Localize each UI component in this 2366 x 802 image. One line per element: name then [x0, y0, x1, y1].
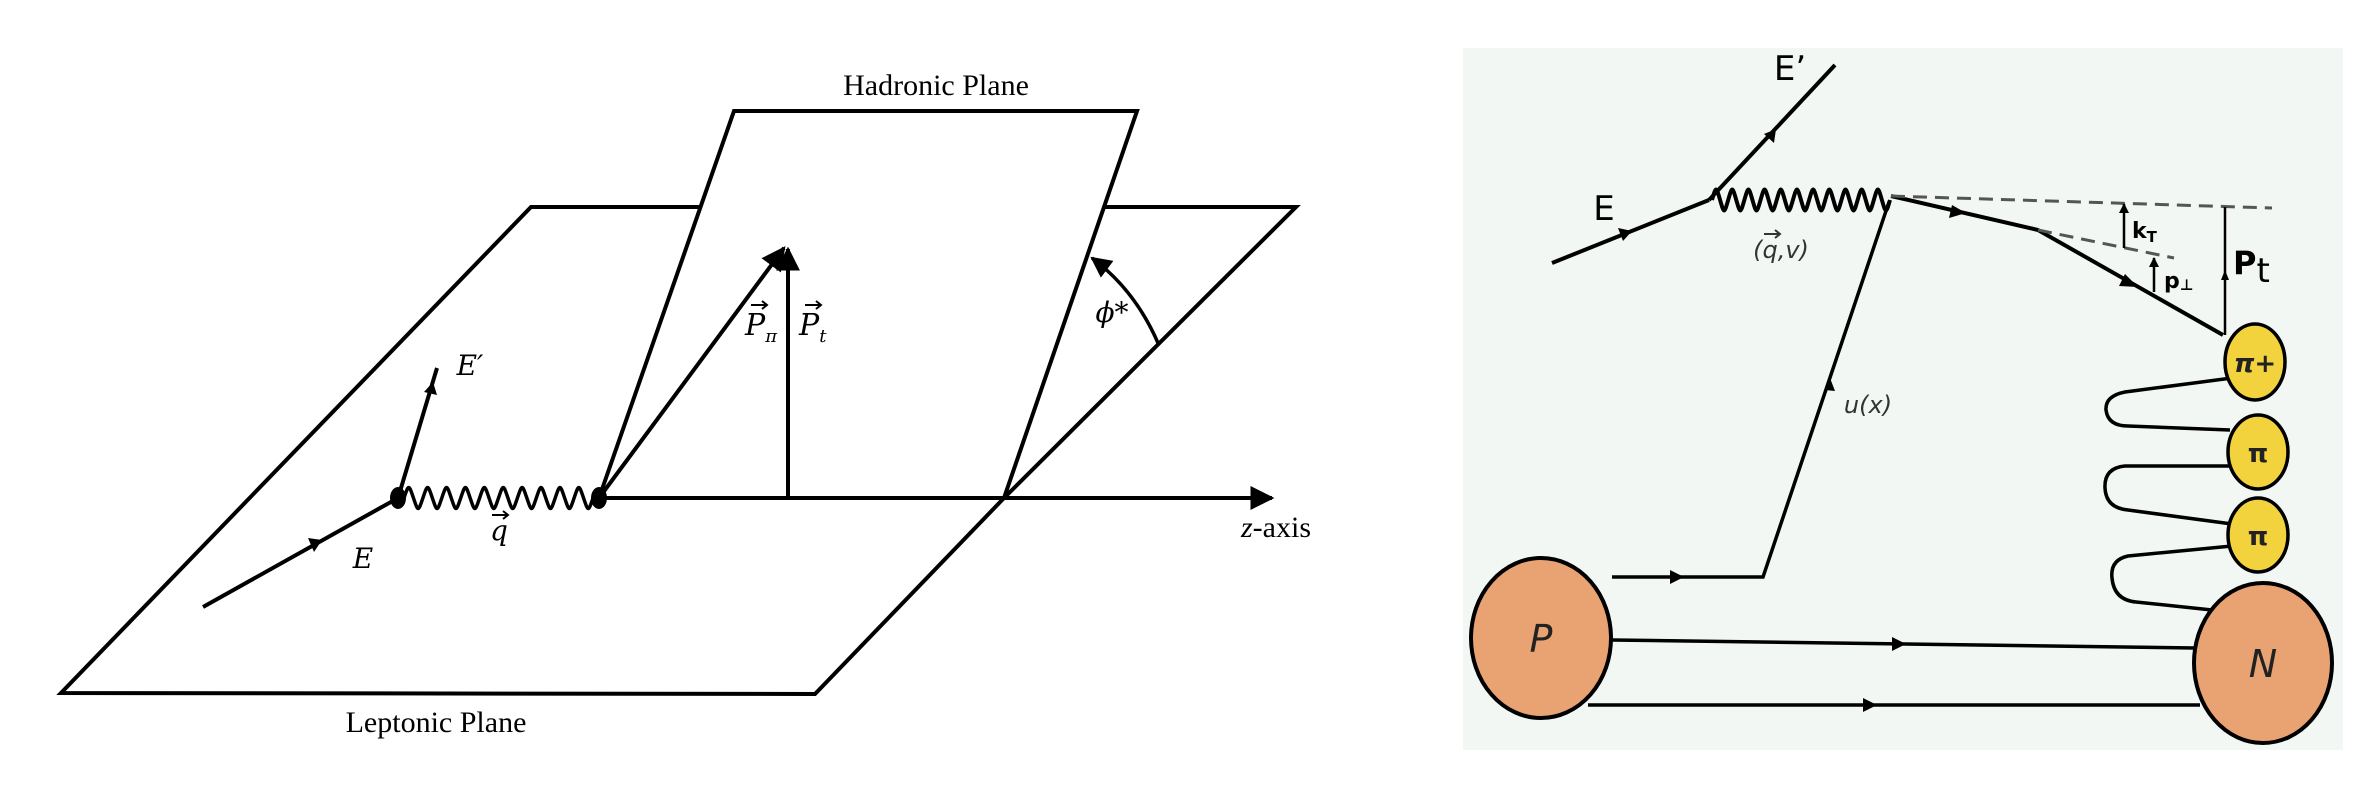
- kT-label: kT: [2132, 219, 2158, 246]
- right-diagram-fragmentation: π+ π π P N E E’ (q,v) u(x) kT p⊥ Pt: [1463, 48, 2343, 750]
- leptonic-plane: [56, 205, 1301, 697]
- incoming-lepton-line: [202, 496, 399, 609]
- photon-label: q: [490, 514, 508, 547]
- lepton-vertex-dot: [390, 487, 406, 509]
- spectator-arrow-icon-1: [1892, 637, 1906, 651]
- remnant-nucleon: N: [2192, 581, 2334, 745]
- z-axis-label: z-axis: [1240, 511, 1311, 544]
- svg-text:π: π: [2248, 522, 2269, 552]
- proton: P: [1469, 556, 1613, 720]
- pion-momentum-label: Pπ: [744, 308, 778, 347]
- hadronic-plane-label: Hadronic Plane: [843, 69, 1029, 102]
- svg-text:P: P: [1530, 617, 1553, 661]
- string-loop-2: [2103, 464, 2233, 526]
- svg-text:π: π: [2248, 439, 2269, 469]
- u-quark-arrow-icon: [1670, 570, 1684, 584]
- pion-momentum-arrow: [597, 246, 786, 500]
- transverse-vector-arrow-icon: [805, 300, 823, 310]
- pion-plus: π+: [2223, 322, 2287, 402]
- incoming-lepton-arrow-icon: [308, 538, 322, 552]
- azimuthal-angle-arc: [1090, 256, 1160, 344]
- Pt-label: Pt: [2233, 244, 2270, 291]
- hadronic-plane: [597, 109, 1140, 499]
- virtual-photon-wave: [402, 485, 595, 511]
- u-quark-arrow-icon-2: [1825, 378, 1835, 391]
- svg-text:π+: π+: [2234, 349, 2276, 379]
- quark-arrow-icon-2: [2119, 274, 2138, 287]
- u-quark-label: u(x): [1844, 391, 1892, 419]
- incoming-lepton-label: E: [1593, 189, 1614, 229]
- pion-vector-arrow-icon: [751, 300, 769, 310]
- virtual-photon-wave: [1710, 187, 1892, 213]
- leptonic-plane-label: Leptonic Plane: [346, 706, 527, 739]
- photon-direction-dashed: [1890, 194, 2273, 210]
- photon-vector-arrow-icon: [1764, 229, 1782, 239]
- pion-3: π: [2226, 496, 2290, 574]
- pion-2: π: [2226, 413, 2290, 491]
- incoming-lepton-arrow-icon: [1618, 228, 1632, 241]
- photon-label: (q,v): [1753, 236, 1809, 264]
- p-perp-label: p⊥: [2164, 269, 2193, 294]
- outgoing-lepton-label: E’: [1774, 49, 1806, 89]
- valence-quark-u-line: [1612, 201, 1891, 579]
- azimuthal-angle-label: ϕ*: [1095, 296, 1128, 329]
- outgoing-lepton-arrow-icon: [1764, 129, 1776, 143]
- outgoing-lepton-arrow-icon: [424, 382, 437, 395]
- quark-arrow-icon: [1949, 205, 1966, 218]
- svg-text:N: N: [2249, 642, 2277, 686]
- left-diagram-kinematics: Hadronic Plane Leptonic Plane z-axis E E…: [56, 69, 1311, 739]
- photon-vector-arrow-icon: [492, 510, 510, 520]
- transverse-momentum-label: Pt: [798, 308, 827, 347]
- quark-direction-dashed: [2037, 228, 2175, 260]
- Pt-arrow-head-icon: [2221, 270, 2229, 280]
- incoming-lepton-label: E: [352, 542, 373, 575]
- spectator-arrow-icon-2: [1863, 698, 1877, 712]
- string-loop-3: [2110, 544, 2233, 612]
- outgoing-lepton-label: E′: [456, 349, 484, 382]
- string-loop-1: [2104, 376, 2233, 432]
